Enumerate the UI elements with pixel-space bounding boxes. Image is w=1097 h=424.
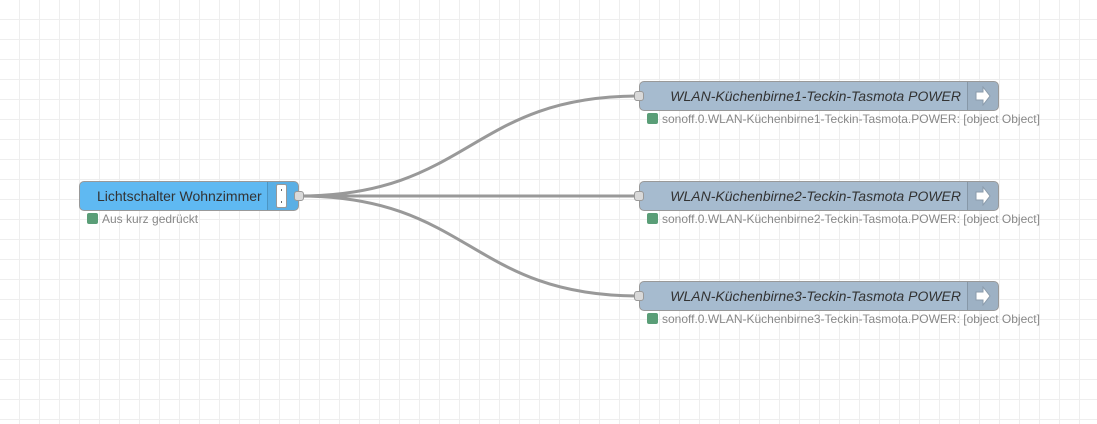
status-indicator — [647, 113, 658, 124]
output-node-3-status: sonoff.0.WLAN-Küchenbirne3-Teckin-Tasmot… — [647, 312, 1040, 326]
output-node-3-icon-area — [967, 282, 998, 310]
output-node-3-input-port[interactable] — [634, 291, 644, 301]
wire-to-node-3[interactable] — [298, 194, 640, 298]
input-node-status: Aus kurz gedrückt — [87, 212, 198, 226]
inject-button[interactable] — [267, 182, 298, 210]
input-node-output-port[interactable] — [294, 191, 304, 201]
status-indicator — [87, 213, 98, 224]
arrow-right-icon — [975, 186, 991, 206]
output-node-2-label: WLAN-Küchenbirne2-Teckin-Tasmota POWER — [670, 188, 961, 204]
arrow-right-icon — [975, 286, 991, 306]
output-node-3-label: WLAN-Küchenbirne3-Teckin-Tasmota POWER — [670, 288, 961, 304]
input-node-lichtschalter[interactable]: Lichtschalter Wohnzimmer — [79, 181, 299, 211]
inject-button-icon — [276, 184, 287, 208]
output-node-3-status-text: sonoff.0.WLAN-Küchenbirne3-Teckin-Tasmot… — [662, 312, 1040, 326]
input-node-label: Lichtschalter Wohnzimmer — [97, 188, 262, 204]
output-node-2-icon-area — [967, 182, 998, 210]
status-indicator — [647, 313, 658, 324]
output-node-2[interactable]: WLAN-Küchenbirne2-Teckin-Tasmota POWER — [639, 181, 999, 211]
output-node-3[interactable]: WLAN-Küchenbirne3-Teckin-Tasmota POWER — [639, 281, 999, 311]
output-node-2-status: sonoff.0.WLAN-Küchenbirne2-Teckin-Tasmot… — [647, 212, 1040, 226]
arrow-right-icon — [975, 86, 991, 106]
output-node-2-status-text: sonoff.0.WLAN-Küchenbirne2-Teckin-Tasmot… — [662, 212, 1040, 226]
output-node-1-status: sonoff.0.WLAN-Küchenbirne1-Teckin-Tasmot… — [647, 112, 1040, 126]
status-indicator — [647, 213, 658, 224]
wire-to-node-1[interactable] — [298, 94, 640, 198]
output-node-1-status-text: sonoff.0.WLAN-Küchenbirne1-Teckin-Tasmot… — [662, 112, 1040, 126]
input-node-status-text: Aus kurz gedrückt — [102, 212, 199, 226]
output-node-1-input-port[interactable] — [634, 91, 644, 101]
output-node-1-label: WLAN-Küchenbirne1-Teckin-Tasmota POWER — [670, 88, 961, 104]
output-node-1-icon-area — [967, 82, 998, 110]
output-node-2-input-port[interactable] — [634, 191, 644, 201]
output-node-1[interactable]: WLAN-Küchenbirne1-Teckin-Tasmota POWER — [639, 81, 999, 111]
